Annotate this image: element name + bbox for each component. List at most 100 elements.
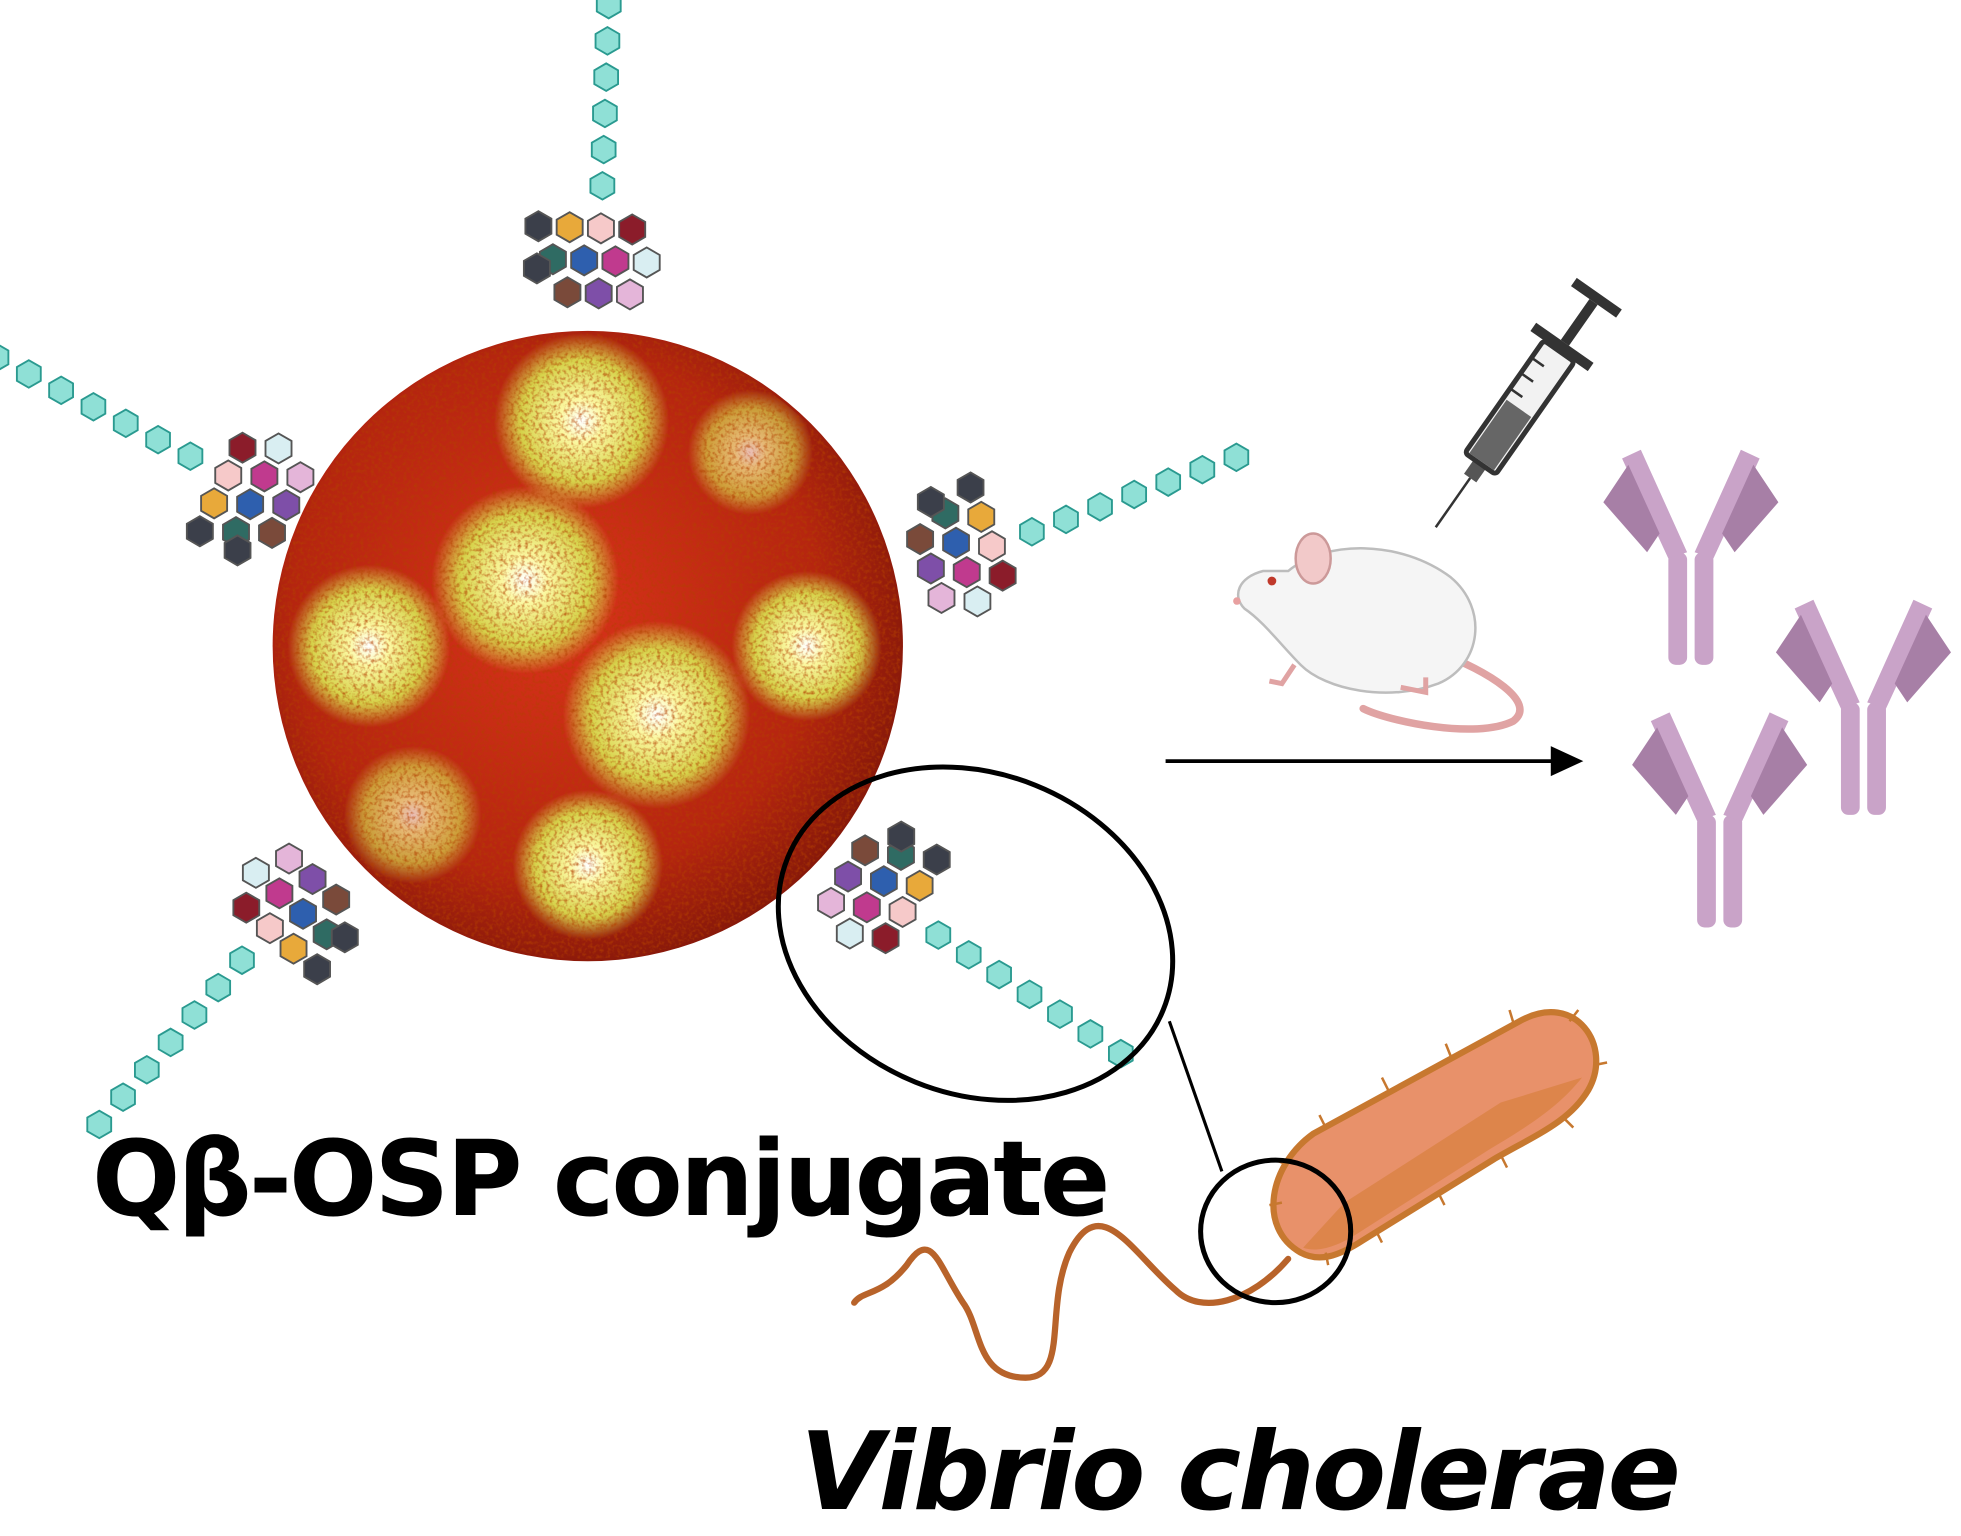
core-sugar	[927, 581, 956, 615]
core-sugar	[265, 877, 294, 910]
tail-sugar	[48, 375, 74, 406]
antibody-icon	[1603, 449, 1779, 665]
core-sugar	[303, 953, 331, 986]
vibrio-bacterium	[851, 1009, 1608, 1381]
tail-sugar	[589, 170, 616, 201]
mouse-icon	[1233, 532, 1524, 733]
core-sugar	[906, 523, 935, 556]
core-sugar	[601, 245, 630, 278]
organism-label: Vibrio cholerae	[800, 1410, 1681, 1535]
osp-chain	[0, 344, 315, 567]
core-sugar	[236, 488, 265, 521]
core-sugar	[978, 530, 1006, 563]
zoom-ellipse	[775, 764, 1176, 1103]
tail-sugar	[1053, 504, 1079, 535]
core-sugar	[963, 585, 992, 618]
flagellum	[851, 1223, 1292, 1381]
core-sugar	[967, 500, 996, 533]
core-sugar	[555, 211, 584, 244]
core-sugar	[632, 246, 661, 279]
core-sugar	[916, 552, 945, 585]
core-sugar	[298, 862, 327, 896]
core-sugar	[888, 895, 917, 929]
core-sugar	[232, 891, 261, 924]
antibody-icon	[1775, 599, 1951, 815]
syringe-icon	[1434, 277, 1622, 528]
immunization-arrow	[1165, 746, 1584, 777]
core-sugar	[988, 559, 1017, 592]
tail-sugar	[1121, 479, 1148, 510]
core-sugar	[322, 883, 351, 916]
tail-sugar	[15, 359, 42, 389]
tail-sugar	[1047, 999, 1073, 1029]
core-sugar	[255, 912, 284, 945]
tail-sugar	[1087, 492, 1113, 522]
core-sugar	[851, 834, 880, 867]
tail-sugar	[1223, 442, 1250, 473]
core-sugar	[922, 843, 951, 876]
tail-sugar	[1019, 516, 1045, 547]
core-sugar	[817, 886, 845, 919]
core-sugar	[852, 891, 881, 924]
core-sugar	[616, 278, 644, 311]
zoom-connector	[1167, 1020, 1224, 1172]
osp-chain	[86, 842, 359, 1140]
core-sugar	[275, 842, 303, 875]
core-sugar	[834, 860, 863, 893]
core-sugar	[185, 515, 214, 548]
core-sugar	[956, 471, 985, 504]
core-sugar	[289, 897, 317, 930]
core-sugar	[584, 277, 613, 310]
core-sugar	[553, 276, 582, 309]
tail-sugar	[986, 959, 1012, 990]
core-sugar	[916, 485, 945, 519]
tail-sugar	[1016, 979, 1043, 1010]
core-sugar	[952, 556, 981, 589]
core-sugar	[272, 489, 301, 522]
core-sugar	[250, 460, 279, 493]
tail-sugar	[1077, 1019, 1104, 1049]
tail-sugar	[1189, 454, 1216, 485]
core-sugar	[258, 516, 286, 549]
core-sugar	[905, 869, 934, 902]
tail-sugar	[181, 1000, 208, 1030]
core-sugar	[286, 461, 315, 494]
tail-sugar	[177, 441, 204, 472]
osp-chains	[0, 0, 1250, 1140]
core-sugar	[942, 526, 970, 559]
tail-sugar	[595, 0, 622, 20]
tail-sugar	[145, 424, 171, 455]
antibodies	[1603, 449, 1951, 928]
tail-sugar	[80, 391, 107, 422]
tail-sugar	[112, 408, 139, 439]
conjugate-label: Qβ-OSP conjugate	[92, 1118, 1110, 1240]
core-sugar	[870, 865, 898, 898]
core-sugar	[264, 432, 293, 465]
tail-sugar	[110, 1082, 136, 1113]
core-sugar	[835, 917, 864, 950]
core-sugar	[522, 252, 551, 285]
core-sugar	[586, 212, 615, 245]
tail-sugar	[593, 62, 620, 92]
core-sugar	[330, 921, 359, 954]
tail-sugar	[229, 945, 255, 976]
antibody-icon	[1632, 712, 1808, 928]
osp-chain	[522, 0, 661, 311]
tail-sugar	[134, 1054, 160, 1085]
tail-sugar	[1155, 467, 1182, 497]
osp-chain	[906, 442, 1250, 618]
core-sugar	[524, 210, 553, 243]
tail-sugar	[86, 1109, 113, 1140]
osp-chain	[817, 820, 1134, 1069]
core-sugar	[871, 922, 900, 955]
tail-sugar	[592, 98, 618, 129]
core-sugar	[241, 856, 270, 889]
core-sugar	[887, 820, 916, 853]
core-sugar	[214, 459, 243, 492]
tail-sugar	[205, 972, 232, 1003]
core-sugar	[618, 213, 647, 246]
tail-sugar	[955, 940, 982, 970]
tail-sugar	[0, 344, 10, 371]
core-sugar	[223, 534, 252, 567]
